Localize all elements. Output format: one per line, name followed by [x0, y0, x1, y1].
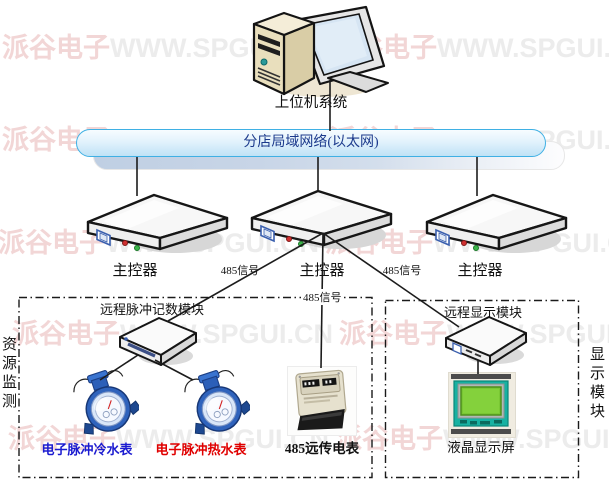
signal-label-left: 485信号: [220, 265, 260, 277]
ethernet-bar: 分店局域网络(以太网): [76, 129, 546, 157]
display-group-title: 远程显示模块: [443, 305, 522, 320]
pulse-module-icon: [118, 316, 198, 367]
controller-label-right: 主控器: [457, 263, 503, 279]
controller-label-left: 主控器: [112, 263, 158, 279]
controller-icon-right: [425, 193, 568, 255]
controller-icon-middle: [250, 189, 393, 251]
watermark-url: WWW.SPGUI.CN: [436, 33, 609, 63]
metering-group-title: 远程脉冲记数模块: [99, 302, 204, 317]
ethernet-bar-label: 分店局域网络(以太网): [243, 135, 379, 150]
signal-label-right: 485信号: [382, 265, 422, 277]
power-meter-photo: [287, 366, 357, 436]
host-label: 上位机系统: [274, 95, 348, 111]
watermark-brand: 派谷电子: [2, 33, 110, 63]
display-module-icon: [445, 316, 527, 366]
controller-label-middle: 主控器: [299, 263, 345, 279]
watermark-brand: 派谷电子: [338, 319, 447, 349]
controller-icon-left: [86, 193, 229, 255]
hot-water-meter-icon: [184, 368, 250, 440]
display-side-label: 显示模块: [589, 347, 605, 420]
watermark-brand: 派谷电子: [12, 319, 120, 349]
cold-water-meter-label: 电子脉冲冷水表: [41, 442, 133, 457]
host-computer-icon: [252, 5, 389, 97]
hot-water-meter-label: 电子脉冲热水表: [155, 442, 247, 457]
lcd-photo: [448, 372, 516, 438]
lcd-label: 液晶显示屏: [447, 440, 515, 455]
cold-water-meter-icon: [73, 368, 139, 440]
signal-label-middle: 485信号: [301, 289, 344, 305]
resource-side-label: 资源监测: [1, 337, 17, 410]
power-meter-label: 485远传电表: [284, 441, 360, 456]
